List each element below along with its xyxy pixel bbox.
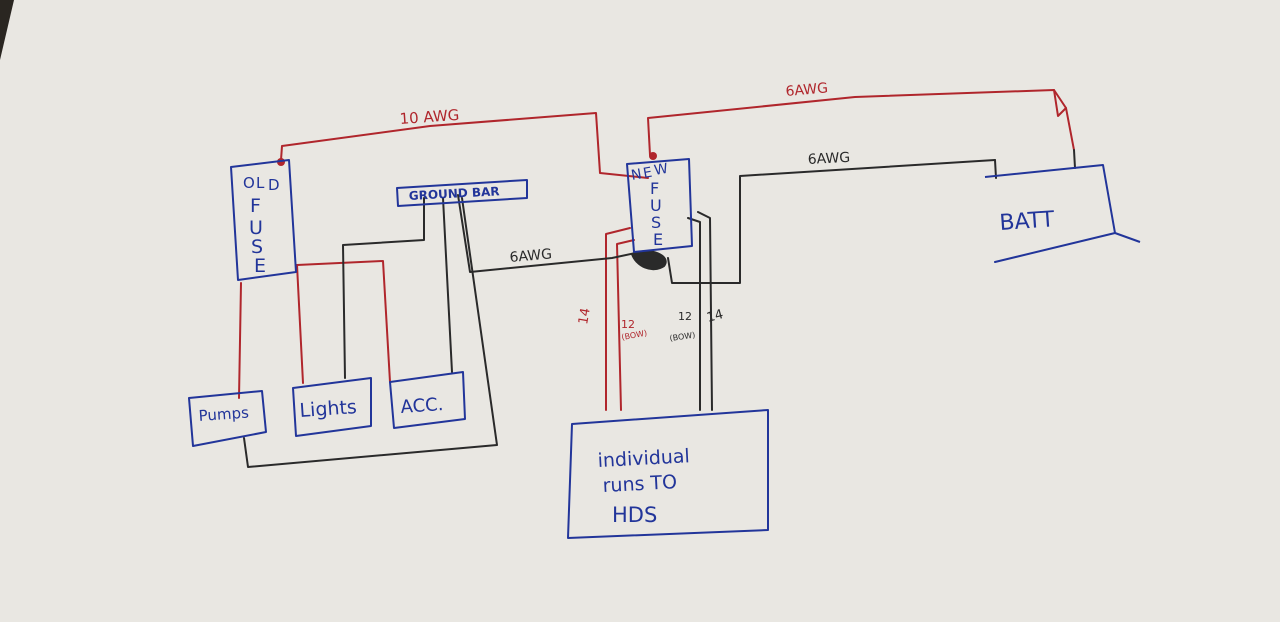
hds-label-line2: runs TO	[602, 471, 677, 497]
new-fuse-letter: W	[653, 161, 670, 179]
hds-label-line1: individual	[597, 445, 690, 472]
batt-box	[984, 164, 1141, 263]
pumps-label: Pumps	[198, 404, 250, 425]
component-boxes	[188, 158, 1141, 539]
red-wires	[238, 89, 1075, 411]
black-wires	[243, 149, 1076, 468]
new-fuse-letter: E	[653, 230, 663, 249]
new-fuse-letter: U	[650, 196, 662, 215]
red-wire-acc	[296, 260, 391, 383]
black-wire-hds-14	[697, 211, 713, 411]
label-12-black: 12	[678, 310, 692, 323]
new-fuse-terminal	[649, 152, 657, 160]
red-wire-6awg-loop	[1053, 89, 1067, 117]
label-6awg-batt: 6AWG	[807, 150, 850, 168]
wire-labels: 10 AWG 6AWG 6AWG 6AWG 14 12 (BOW) 12 (BO…	[399, 80, 851, 343]
hds-label-line3: HDS	[612, 503, 657, 527]
label-14-black: 14	[705, 307, 725, 326]
new-fuse-letter: N	[630, 166, 643, 184]
label-12-red: 12	[621, 318, 635, 331]
new-fuse-box	[626, 158, 693, 253]
old-fuse-letter: L	[256, 174, 265, 192]
red-wire-lights	[296, 264, 304, 384]
old-fuse-letter: O	[243, 174, 255, 192]
old-fuse-letter: S	[251, 236, 263, 258]
label-12-black-note: (BOW)	[669, 330, 696, 343]
component-labels: O L D F U S E N E W F U S E GROUND BAR B…	[198, 161, 1056, 527]
red-wire-10awg	[280, 112, 649, 179]
pumps-box	[188, 390, 267, 447]
ground-bar-box	[396, 179, 528, 207]
black-wire-ground-lights	[342, 197, 425, 379]
black-wire-ground-pumps	[243, 197, 498, 468]
old-fuse-letter: E	[254, 255, 266, 277]
lights-box	[292, 377, 372, 437]
batt-label: BATT	[999, 207, 1056, 236]
old-fuse-letter: D	[268, 176, 280, 194]
black-wire-ground-acc	[442, 197, 453, 373]
old-fuse-box	[230, 159, 297, 281]
black-wire-6awg-ground	[457, 194, 641, 273]
label-10awg: 10 AWG	[399, 106, 460, 128]
label-12-red-note: (BOW)	[621, 329, 648, 342]
hds-box	[567, 409, 769, 539]
red-wire-hds-12	[616, 239, 635, 411]
batt-post-pos	[1073, 149, 1076, 169]
red-wire-hds-14	[605, 227, 631, 411]
ground-bar-label: GROUND BAR	[408, 184, 499, 203]
red-wire-pumps	[238, 282, 242, 399]
new-fuse-letter: S	[651, 213, 661, 232]
old-fuse-letter: F	[250, 195, 261, 217]
label-6awg-ground: 6AWG	[509, 246, 553, 266]
acc-box	[389, 371, 466, 429]
black-wire-6awg-batt	[667, 159, 996, 284]
old-fuse-letter: U	[249, 217, 263, 239]
label-14-red: 14	[576, 307, 594, 326]
label-6awg-red: 6AWG	[785, 80, 829, 100]
new-fuse-letter: F	[650, 179, 659, 198]
acc-label: ACC.	[400, 394, 444, 418]
red-wire-6awg	[647, 89, 1075, 156]
lights-label: Lights	[299, 396, 358, 422]
new-fuse-letter: E	[642, 165, 654, 182]
